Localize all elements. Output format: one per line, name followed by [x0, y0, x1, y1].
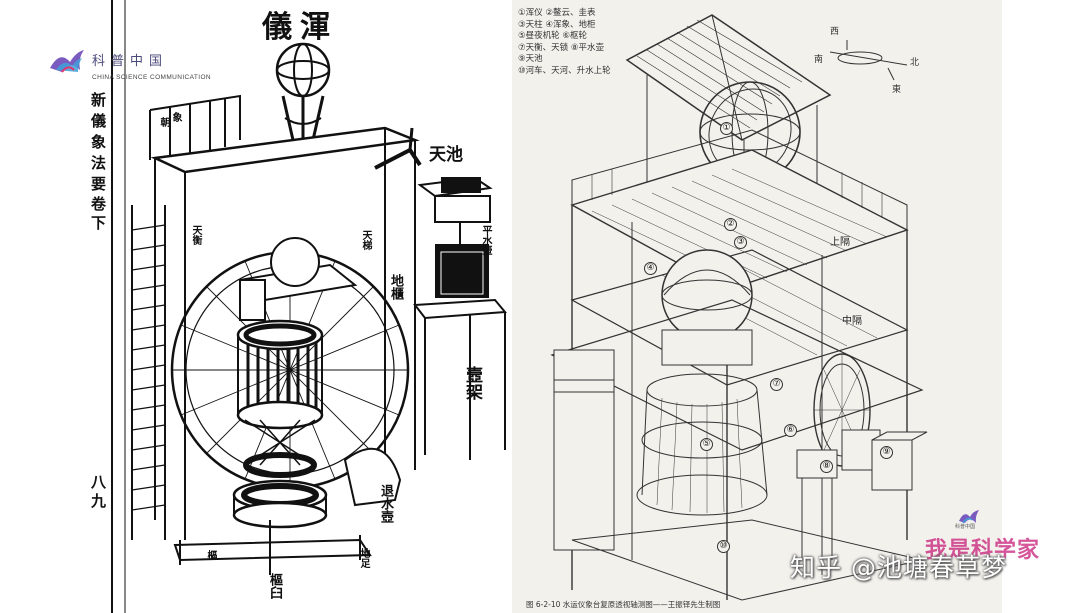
marker-1: ①	[720, 122, 733, 135]
marker-9: ⑨	[880, 446, 893, 459]
label-chao: 朝	[158, 117, 169, 127]
logo-chinese-text: 科普中国	[92, 53, 169, 69]
compass-west: 西	[830, 27, 840, 37]
marker-10: ⑩	[717, 540, 730, 553]
legend-line: ⑦天衡、天锁 ⑧平水壶	[518, 42, 604, 53]
label-shujiu: 樞臼	[267, 573, 282, 599]
legend-list: ①浑仪 ②鳌云、圭表 ③天柱 ④浑象、地柜 ⑤昼夜机轮 ⑥枢轮 ⑦天衡、天锁 ⑧…	[518, 8, 611, 78]
floor-label-upper: 上隔	[830, 237, 850, 248]
kepu-china-logo: 科普中国 CHINA SCIENCE COMMUNICATION	[48, 46, 211, 81]
marker-3: ③	[734, 236, 747, 249]
legend-line: ⑩河车、天河、升水上轮	[518, 65, 611, 76]
label-pingshuihu: 平水壺	[480, 225, 491, 255]
book-volume: 卷下	[89, 196, 107, 234]
reconstruction-drawing-panel: ①浑仪 ②鳌云、圭表 ③天柱 ④浑象、地柜 ⑤昼夜机轮 ⑥枢轮 ⑦天衡、天锁 ⑧…	[512, 0, 1002, 613]
zhihu-watermark: 知乎 @池塘春草梦	[790, 553, 1007, 582]
legend-line: ⑤昼夜机轮 ⑥枢轮	[518, 31, 587, 42]
floor-label-middle: 中隔	[842, 316, 862, 327]
compass-south: 南	[814, 55, 824, 65]
marker-8: ⑧	[820, 460, 833, 473]
label-tuishuihu: 退水壺	[378, 484, 393, 523]
label-shu: 樞	[205, 550, 216, 560]
armillary-clock-tower-woodcut	[111, 0, 508, 613]
marker-7: ⑦	[770, 378, 783, 391]
brand-small-text: 科普中国	[955, 524, 976, 530]
label-diji: 地足	[358, 548, 369, 568]
legend-line: ⑨天池	[518, 54, 543, 65]
brand-watermark: 我是科学家	[925, 538, 1041, 563]
label-tianti: 天梯	[360, 230, 371, 250]
kepu-logo-icon	[50, 50, 84, 73]
book-title: 新儀象法要	[89, 92, 107, 197]
legend-line: ③天柱 ④浑象、地柜	[518, 19, 596, 30]
label-hujia: 壼架	[462, 366, 482, 400]
label-diguei: 地櫃	[388, 274, 403, 300]
clock-tower-axonometric-drawing	[550, 14, 928, 601]
print-title: 儀渾	[262, 10, 338, 45]
marker-2: ②	[724, 218, 737, 231]
compass-north: 北	[910, 58, 920, 68]
label-xiang: 象	[170, 112, 181, 122]
logo-english-text: CHINA SCIENCE COMMUNICATION	[92, 74, 212, 81]
woodblock-print-panel: 科普中国 CHINA SCIENCE COMMUNICATION 儀渾 新儀象法…	[0, 0, 512, 613]
compass-east: 東	[892, 85, 902, 95]
marker-4: ④	[644, 262, 657, 275]
marker-5: ⑤	[700, 438, 713, 451]
label-tianheng: 天衡	[190, 225, 201, 245]
page-number: 八九	[89, 474, 107, 512]
legend-line: ①浑仪 ②鳌云、圭表	[518, 8, 596, 18]
marker-6: ⑥	[784, 424, 797, 437]
label-tianchi: 天池	[429, 145, 463, 165]
figure-caption: 图 6-2-10 水运仪象台复原透视轴测图——王振铎先生制图	[526, 600, 721, 609]
brand-logo-icon	[959, 510, 979, 524]
